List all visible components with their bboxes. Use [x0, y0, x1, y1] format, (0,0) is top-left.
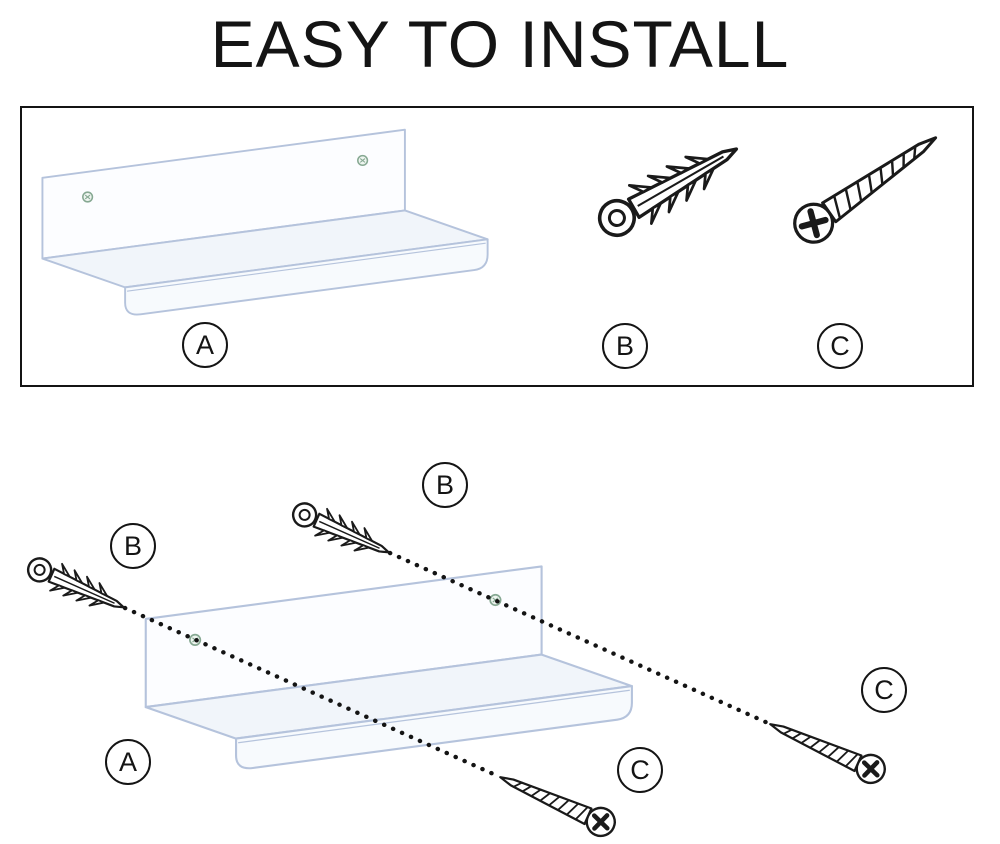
parts-shelf-illustration: [28, 122, 528, 324]
diagram-label-screw-right: C: [861, 667, 907, 713]
diagram-screw-right-illustration: [757, 702, 894, 797]
diagram-label-anchor-top: B: [422, 462, 468, 508]
part-label-screw: C: [817, 323, 863, 369]
diagram-label-screw-bottom: C: [617, 747, 663, 793]
diagram-shelf-illustration: [130, 558, 676, 779]
part-label-anchor: B: [602, 323, 648, 369]
acrylic-shelf-icon: [41, 128, 489, 316]
part-label-shelf: A: [182, 322, 228, 368]
diagram-label-anchor-left: B: [110, 523, 156, 569]
page-title: EASY TO INSTALL: [210, 7, 790, 81]
screw-icon: [757, 702, 894, 797]
diagram-label-shelf: A: [105, 739, 151, 785]
acrylic-shelf-icon: [144, 565, 633, 770]
